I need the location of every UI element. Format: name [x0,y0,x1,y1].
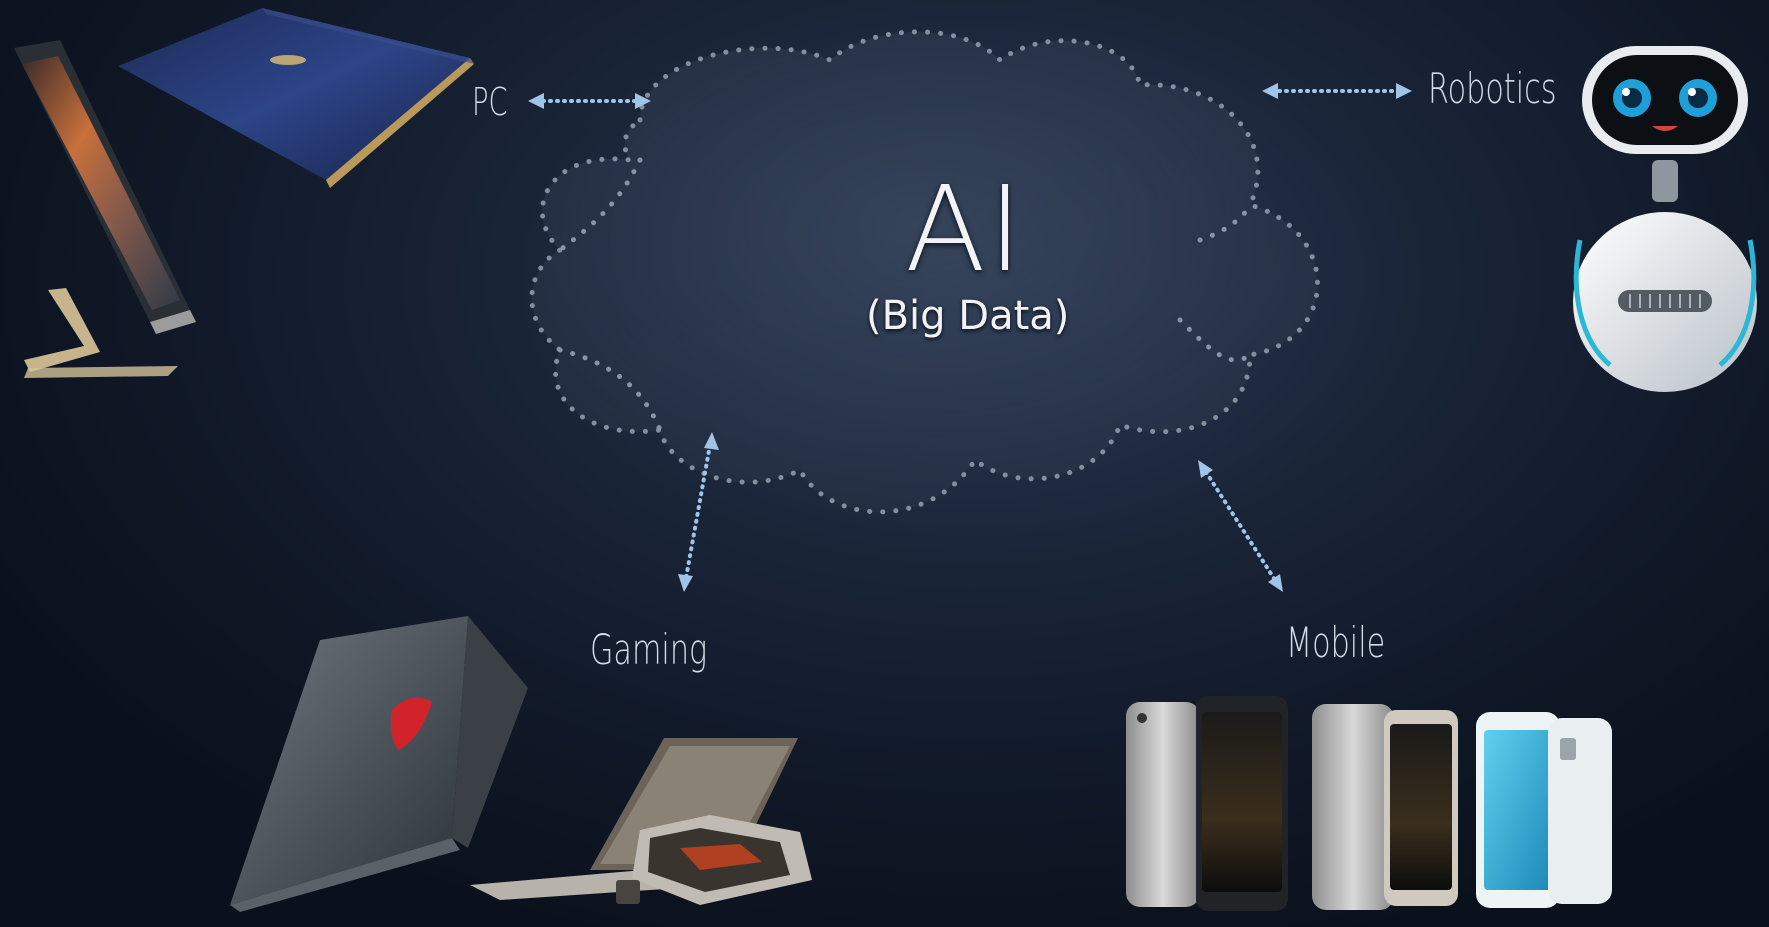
cloud-icon [529,29,1320,515]
gaming-laptops-icon [230,616,812,912]
arrow-mobile [1198,460,1283,592]
label-pc: PC [472,80,508,124]
label-mobile: Mobile [1286,618,1386,667]
label-robotics: Robotics [1428,64,1557,113]
center-title: AI [905,160,1025,298]
center-subtitle: (Big Data) [866,293,1070,339]
pc-devices-icon [14,8,474,378]
arrow-robotics [1262,83,1412,99]
arrow-gaming [678,432,719,592]
arrow-pc [528,93,651,109]
smartphones-icon [1126,696,1612,911]
label-gaming: Gaming [590,625,708,674]
robot-icon [1573,46,1757,392]
